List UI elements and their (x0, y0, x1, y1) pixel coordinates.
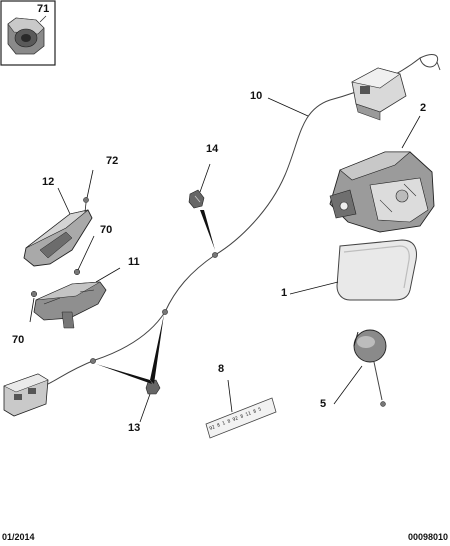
leader-lines (29, 97, 421, 423)
footer-reference: 00098010 (407, 532, 448, 542)
callout-13: 13 (128, 422, 141, 434)
fuel-flap-part-1 (336, 239, 417, 301)
callout-14: 14 (206, 143, 219, 155)
release-handle-part-12 (23, 209, 93, 267)
lower-switch-unit (3, 373, 49, 417)
cable-clips (90, 252, 218, 364)
wedge-pointers (96, 210, 215, 384)
label-strip-part-8 (205, 397, 277, 439)
fuel-cap-part-5 (353, 329, 387, 407)
callout-5: 5 (320, 398, 327, 410)
screw-part-70-lower (30, 290, 38, 298)
callout-72: 72 (106, 155, 119, 167)
callout-70-upper: 70 (100, 224, 113, 236)
retaining-clip-part-14 (188, 189, 205, 209)
callout-12: 12 (42, 176, 55, 188)
callout-70-lower: 70 (12, 334, 25, 346)
inset-box-part-71 (0, 0, 56, 66)
release-cable-part-10 (47, 54, 441, 385)
handle-bracket-part-11 (33, 281, 107, 329)
screw-part-72 (83, 197, 89, 213)
flap-housing-part-2 (329, 151, 435, 233)
cable-end-housing (351, 67, 407, 121)
callout-11: 11 (128, 256, 140, 268)
callout-10: 10 (250, 90, 263, 102)
callout-8: 8 (218, 363, 225, 375)
screw-part-70-upper (73, 268, 81, 276)
callout-1: 1 (281, 287, 288, 299)
cable-clip-part-13 (145, 379, 161, 395)
footer-date: 01/2014 (2, 532, 35, 542)
push-nut-part-71 (7, 15, 47, 55)
callout-2: 2 (420, 102, 427, 114)
callout-71: 71 (37, 3, 50, 15)
